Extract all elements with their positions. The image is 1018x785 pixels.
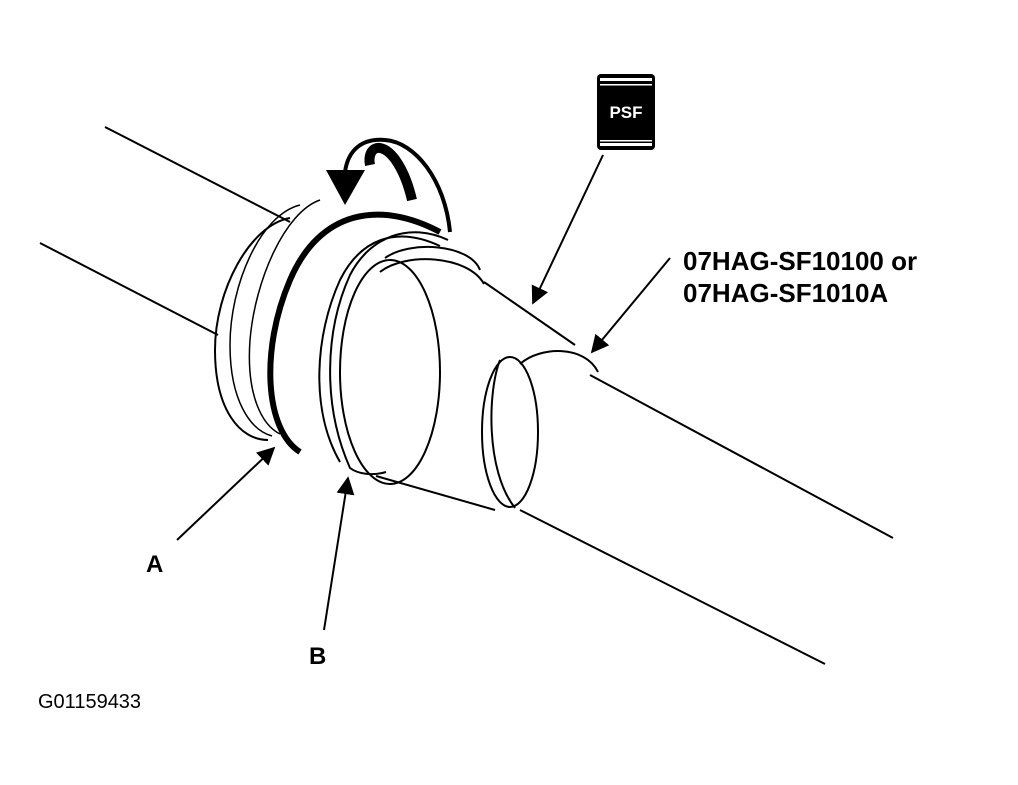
leader-lines xyxy=(176,154,671,631)
shaft xyxy=(39,126,894,665)
tool-number-line1: 07HAG-SF10100 or xyxy=(683,246,917,276)
figure-id: G01159433 xyxy=(38,691,141,713)
callout-a: A xyxy=(146,551,163,578)
psf-grease-can-icon: PSF xyxy=(597,74,655,150)
tool-number-line2: 07HAG-SF1010A xyxy=(683,278,888,308)
seal-ring-a xyxy=(213,199,442,455)
seal-b xyxy=(318,231,449,476)
grease-can-text: PSF xyxy=(609,103,642,122)
tool-body xyxy=(339,246,599,511)
rotation-arrow-icon xyxy=(326,137,452,233)
callout-b: B xyxy=(309,643,326,670)
